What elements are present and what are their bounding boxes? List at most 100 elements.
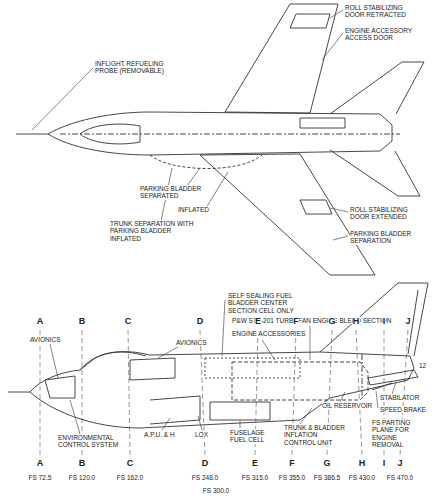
station-letter: C (127, 458, 134, 468)
leader-line (300, 408, 312, 424)
trunk-separation-line (60, 134, 400, 135)
station-lines (40, 330, 408, 455)
leader-line (340, 392, 345, 402)
leader-lines (50, 300, 396, 434)
callout-label: STABILATOR (380, 394, 419, 401)
station-line (128, 330, 130, 455)
lower-stabilator (330, 150, 420, 196)
station-line (356, 330, 362, 455)
station-letter: A (37, 316, 44, 326)
fuselage-side (30, 352, 414, 428)
leader-lines (32, 10, 348, 240)
leader-line (330, 10, 343, 18)
station-number: FS 355.0 (279, 474, 305, 481)
station-number: FS 386.5 (314, 474, 340, 481)
leader-line (310, 326, 311, 360)
station-number: FS 72.5 (29, 474, 52, 481)
fuselage-plan (48, 112, 392, 155)
station-letter: I (383, 316, 386, 326)
leader-line (198, 416, 202, 430)
fuselage-fuel-cell (210, 402, 270, 420)
callout-label: INFLATED (178, 206, 209, 213)
callout-label: TRUNK & BLADDER INFLATION CONTROL UNIT (284, 424, 346, 446)
leader-line (162, 418, 170, 430)
callout-label: TRUNK SEPARATION WITH PARKING BLADDER IN… (110, 220, 202, 242)
station-number: FS 120.0 (69, 474, 95, 481)
leader-line (222, 300, 225, 356)
callout-label: AVIONICS (176, 339, 207, 346)
station-letter: J (397, 458, 402, 468)
callout-label: LOX (195, 431, 208, 438)
station-letter: C (125, 316, 132, 326)
callout-label: ENGINE ACCESSORIES (232, 330, 305, 337)
station-line (40, 330, 41, 455)
roll-door-retracted (290, 14, 330, 28)
upper-wing (225, 4, 338, 113)
leader-line (322, 33, 343, 60)
callout-label: PARKING BLADDER SEPARATION (350, 230, 416, 245)
refueling-probe (16, 134, 48, 135)
callout-label: PARKING BLADDER SEPARATED (140, 185, 202, 200)
station-letter: E (255, 316, 261, 326)
side-view (8, 283, 428, 455)
leader-line (376, 391, 378, 408)
leader-line (262, 340, 275, 360)
upper-stabilator (330, 62, 424, 114)
station-number: FS 470.0 (387, 474, 413, 481)
leader-line (392, 382, 396, 394)
parting-plane (362, 354, 363, 396)
callout-label: FUSELAGE FUEL CELL (230, 429, 278, 444)
callout-label: ENVIRONMENTAL CONTROL SYSTEM (58, 434, 120, 449)
leader-line (50, 344, 58, 378)
station-letter: F (293, 316, 299, 326)
leader-line (333, 236, 348, 240)
station-number: FS 300.0 (203, 487, 229, 494)
leader-line (32, 68, 93, 130)
avionics-bay (130, 358, 175, 380)
leader-line (158, 347, 178, 358)
speed-brake (372, 383, 392, 390)
station-letter: H (353, 316, 360, 326)
callout-label: SELF SEALING FUEL BLADDER CENTER SECTION… (228, 292, 310, 314)
parking-bladder (150, 155, 262, 169)
station-letter: G (328, 316, 335, 326)
station-letter: D (197, 316, 204, 326)
station-letter: G (323, 458, 330, 468)
station-letter: F (289, 458, 295, 468)
callout-label: AVIONICS (30, 336, 61, 343)
leader-line (70, 400, 80, 434)
intake (150, 396, 200, 424)
stabilator-side (368, 370, 418, 385)
callout-label: OIL RESERVOIR (322, 402, 372, 409)
station-letter: B (79, 458, 86, 468)
station-letter: I (383, 458, 386, 468)
station-letter: A (37, 458, 44, 468)
canopy (80, 352, 146, 370)
access-door (300, 118, 345, 128)
callout-label: SPEED BRAKE (380, 406, 426, 413)
station-number: FS 248.0 (192, 474, 218, 481)
plan-view (16, 4, 424, 275)
station-number: FS 162.0 (117, 474, 143, 481)
avionics-bay (45, 376, 75, 398)
leader-line (240, 421, 241, 428)
callout-label: A.P.U. & H (144, 431, 175, 438)
station-number: FS 430.0 (349, 474, 375, 481)
callout-label: ROLL STABILIZING DOOR EXTENDED (350, 206, 412, 221)
roll-door-extended (300, 200, 332, 214)
callout-label: INFLIGHT REFUELING PROBE (REMOVABLE) (95, 60, 175, 75)
callout-label: 12 (419, 362, 426, 369)
station-letter: E (252, 458, 258, 468)
fuel-bladder (205, 358, 300, 378)
station-number: FS 315.0 (242, 474, 268, 481)
leader-line (330, 208, 348, 212)
callout-label: ENGINE ACCESSORY ACCESS DOOR (345, 27, 417, 42)
station-letter: J (405, 316, 410, 326)
probe-side (8, 392, 30, 393)
station-letter: D (202, 458, 209, 468)
lower-wing (200, 154, 375, 275)
station-letter: H (359, 458, 366, 468)
callout-label: ROLL STABILIZING DOOR RETRACTED (345, 4, 417, 19)
